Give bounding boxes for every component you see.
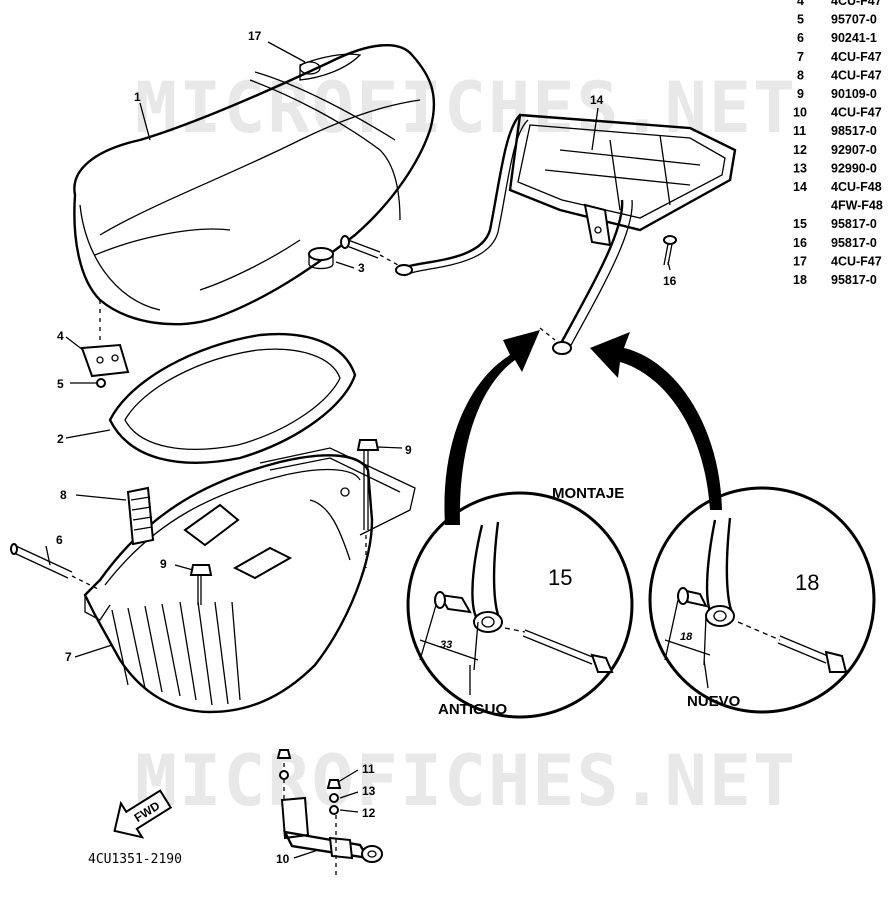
new-part-number: 18 — [795, 570, 819, 595]
new-detail-circle: 18 18 — [648, 486, 876, 714]
parts-list-number: 12 — [793, 143, 807, 157]
damper-drawing — [308, 247, 334, 270]
callout-1: 1 — [134, 90, 141, 104]
parts-list-number: 15 — [793, 217, 807, 231]
parts-list-code: 4FW-F48 — [831, 199, 883, 213]
parts-list-number: 18 — [793, 273, 807, 287]
old-detail-circle: 33 15 — [406, 491, 634, 719]
callout-6: 6 — [56, 533, 63, 547]
parts-list-code: 98517-0 — [831, 124, 877, 138]
parts-list-number: 16 — [793, 236, 807, 250]
parts-list-number: 9 — [797, 87, 804, 101]
bolt-9-upper — [356, 439, 380, 568]
callout-3: 3 — [358, 261, 365, 275]
rack-bolt-16 — [663, 235, 677, 266]
montaje-label: MONTAJE — [552, 485, 624, 502]
hinge-drawing — [80, 343, 130, 388]
callout-9-lower: 9 — [160, 557, 167, 571]
new-label: NUEVO — [687, 693, 741, 710]
seat-drawing — [73, 44, 436, 326]
parts-list-number: 7 — [797, 50, 804, 64]
seat-lock-drawing — [276, 749, 383, 875]
parts-list-code: 92907-0 — [831, 143, 877, 157]
bolt-9-lower — [189, 564, 213, 605]
callout-17: 17 — [248, 29, 262, 43]
new-dimension: 18 — [680, 631, 693, 643]
parts-list-number: 6 — [797, 31, 804, 45]
parts-list-code: 90241-1 — [831, 31, 877, 45]
watermark-top: MICROFICHES.NET — [135, 67, 797, 149]
parts-list-code: 4CU-F47 — [831, 68, 882, 82]
old-part-number: 15 — [548, 565, 572, 590]
seal-drawing — [108, 332, 357, 464]
old-label: ANTIGUO — [438, 701, 507, 718]
watermark-bottom: MICROFICHES.NET — [135, 740, 797, 822]
callout-9-upper: 9 — [405, 443, 412, 457]
pad-drawing — [126, 486, 155, 546]
old-dimension: 33 — [440, 639, 452, 651]
assembly-arrows — [444, 330, 722, 525]
parts-list-code: 95707-0 — [831, 13, 877, 27]
parts-list-code: 4CU-F47 — [831, 106, 882, 120]
callout-4: 4 — [57, 329, 64, 343]
callout-13: 13 — [362, 784, 376, 798]
pin-drawing — [10, 543, 101, 591]
storage-box-drawing — [83, 447, 416, 714]
diagram-code: 4CU1351-2190 — [88, 852, 182, 867]
parts-list-number: 10 — [793, 106, 807, 120]
callout-2: 2 — [57, 432, 64, 446]
parts-list: 4 4CU-F47 5 95707-0 6 90241-1 7 4CU-F47 8 4CU-F47… — [793, 0, 883, 287]
parts-list-number: 4 — [797, 0, 804, 8]
callout-7: 7 — [65, 650, 72, 664]
parts-list-code: 4CU-F48 — [831, 180, 882, 194]
callout-5: 5 — [57, 377, 64, 391]
parts-list-code: 4CU-F47 — [831, 254, 882, 268]
callout-8: 8 — [60, 488, 67, 502]
callout-10: 10 — [276, 852, 290, 866]
parts-list-code: 4CU-F47 — [831, 50, 882, 64]
rack-bolt-left — [340, 235, 399, 266]
parts-list-number: 14 — [793, 180, 807, 194]
parts-list-code: 95817-0 — [831, 217, 877, 231]
carrier-rack-drawing — [395, 113, 737, 355]
parts-list-code: 90109-0 — [831, 87, 877, 101]
parts-list-code: 4CU-F47 — [831, 0, 882, 8]
parts-list-number: 13 — [793, 161, 807, 175]
parts-list-number: 11 — [793, 124, 806, 138]
parts-list-number: 8 — [797, 68, 804, 82]
parts-list-code: 95817-0 — [831, 273, 877, 287]
parts-list-code: 95817-0 — [831, 236, 877, 250]
callout-16: 16 — [663, 274, 677, 288]
callout-12: 12 — [362, 806, 376, 820]
parts-list-number: 17 — [793, 254, 807, 268]
parts-list-number: 5 — [797, 13, 804, 27]
callout-14: 14 — [590, 93, 604, 107]
parts-list-code: 92990-0 — [831, 161, 877, 175]
callout-11: 11 — [362, 762, 375, 776]
